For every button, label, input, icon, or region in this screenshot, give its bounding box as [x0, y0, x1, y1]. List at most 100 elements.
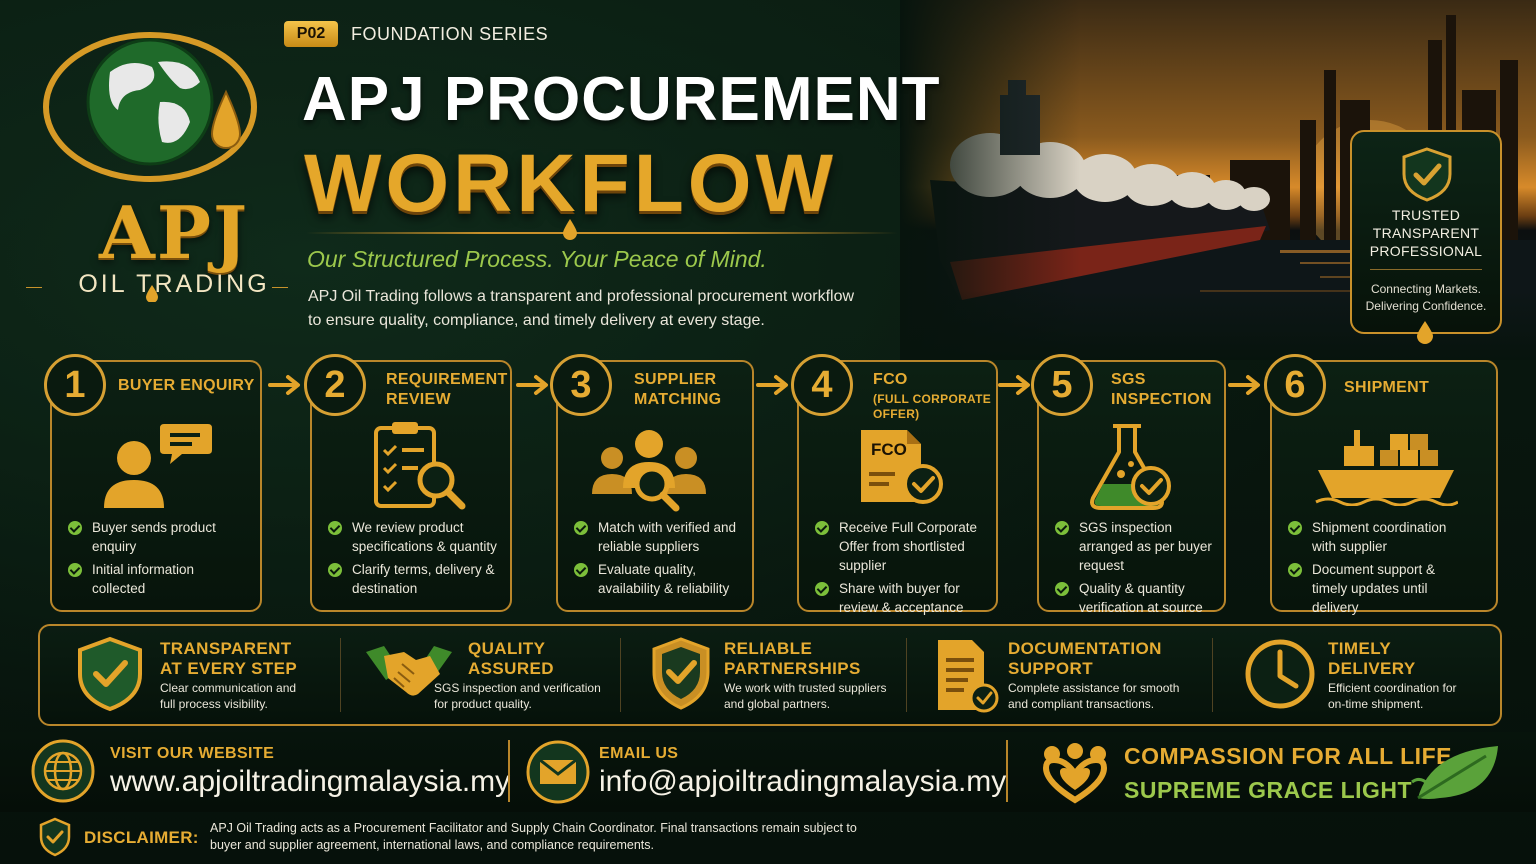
family-heart-icon: [1042, 743, 1108, 804]
list-item: Initial information collected: [68, 560, 248, 598]
step-subtitle: (FULL CORPORATE OFFER): [873, 392, 992, 421]
disclaimer-text: APJ Oil Trading acts as a Procurement Fa…: [210, 821, 857, 852]
arrow-right-icon: [268, 375, 300, 395]
list-item: Match with verified and reliable supplie…: [574, 518, 746, 556]
flask-check-icon: [1090, 424, 1171, 510]
step-bullets: We review product specifications & quant…: [328, 518, 504, 602]
step-number: 5: [1031, 354, 1093, 416]
step-title: FCO: [873, 371, 908, 388]
step-title: SUPPLIER MATCHING: [634, 371, 722, 408]
check-icon: [1055, 582, 1069, 596]
email-label: EMAIL US: [599, 745, 679, 762]
shield-badge-icon: [652, 637, 710, 710]
list-item: Quality & quantity verification at sourc…: [1055, 579, 1223, 617]
logo-brand-text: APJ: [98, 190, 250, 275]
title-divider: [306, 232, 898, 234]
step-bullets: SGS inspection arranged as per buyer req…: [1055, 518, 1223, 621]
trust-line-1: TRUSTED: [1391, 207, 1461, 223]
handshake-icon: [366, 646, 452, 696]
arrow-right-icon: [998, 375, 1030, 395]
step-title: SHIPMENT: [1344, 379, 1430, 396]
step-bullets: Match with verified and reliable supplie…: [574, 518, 746, 602]
list-item: Buyer sends product enquiry: [68, 518, 248, 556]
list-item: We review product specifications & quant…: [328, 518, 504, 556]
fco-icon-label: FCO: [871, 440, 907, 459]
check-icon: [574, 521, 588, 535]
check-icon: [1055, 521, 1069, 535]
check-icon: [815, 521, 829, 535]
step-number: 6: [1264, 354, 1326, 416]
list-item: Shipment coordination with supplier: [1288, 518, 1468, 556]
arrow-right-icon: [756, 375, 788, 395]
list-item: Document support & timely updates until …: [1288, 560, 1468, 617]
page-title-line1: APJ PROCUREMENT: [302, 65, 941, 134]
check-icon: [68, 563, 82, 577]
feature-timely: TIMELY DELIVERY Efficient coordination f…: [1212, 626, 1500, 724]
feature-reliable: RELIABLE PARTNERSHIPS We work with trust…: [620, 626, 906, 724]
feature-transparent: TRANSPARENT AT EVERY STEP Clear communic…: [40, 626, 340, 724]
globe-icon: [31, 739, 95, 803]
features-band: TRANSPARENT AT EVERY STEP Clear communic…: [38, 624, 1502, 726]
tagline: Our Structured Process. Your Peace of Mi…: [307, 246, 767, 272]
website-label: VISIT OUR WEBSITE: [110, 745, 275, 762]
cargo-ship-icon: [1315, 430, 1458, 506]
trust-line-3: PROFESSIONAL: [1369, 243, 1483, 259]
globe-oil-drop-icon: [43, 32, 257, 182]
disclaimer-label: DISCLAIMER:: [84, 828, 199, 847]
step-bullets: Buyer sends product enquiry Initial info…: [68, 518, 248, 602]
clipboard-search-icon: [374, 422, 466, 510]
step-bullets: Receive Full Corporate Offer from shortl…: [815, 518, 995, 621]
motto-line-2: SUPREME GRACE LIGHT: [1124, 777, 1413, 803]
people-search-icon: [592, 430, 706, 512]
list-item: Evaluate quality, availability & reliabi…: [574, 560, 746, 598]
step-number: 1: [44, 354, 106, 416]
shield-check-icon: [1402, 147, 1452, 202]
oil-drop-icon: [563, 219, 577, 240]
list-item: Share with buyer for review & acceptance: [815, 579, 995, 617]
step-title: REQUIREMENT REVIEW: [386, 371, 508, 408]
logo-subtitle: OIL TRADING: [78, 270, 270, 298]
check-icon: [815, 582, 829, 596]
step-5-sgs-inspection: 5 SGS INSPECTION SGS inspection arranged…: [1031, 354, 1226, 615]
arrow-right-icon: [516, 375, 548, 395]
website-link[interactable]: www.apjoiltradingmalaysia.my: [110, 765, 511, 798]
check-icon: [1288, 521, 1302, 535]
check-icon: [328, 563, 342, 577]
list-item: Receive Full Corporate Offer from shortl…: [815, 518, 995, 575]
intro-text: APJ Oil Trading follows a transparent an…: [308, 288, 855, 329]
list-item: Clarify terms, delivery & destination: [328, 560, 504, 598]
fco-document-icon: [861, 430, 943, 504]
step-1-buyer-enquiry: 1 BUYER ENQUIRY Buyer sends product enqu…: [44, 354, 262, 612]
step-number: 2: [304, 354, 366, 416]
trust-line-2: TRANSPARENT: [1372, 225, 1480, 241]
check-icon: [574, 563, 588, 577]
step-bullets: Shipment coordination with supplier Docu…: [1288, 518, 1468, 621]
step-6-shipment: 6 SHIPMENT Shipment coordination with su…: [1264, 354, 1498, 615]
shield-check-icon: [39, 817, 71, 857]
step-title: BUYER ENQUIRY: [118, 377, 255, 394]
contact-band: [0, 732, 1536, 812]
trust-badge: TRUSTED TRANSPARENT PROFESSIONAL Connect…: [1350, 130, 1502, 344]
clock-icon: [1245, 639, 1315, 709]
check-icon: [68, 521, 82, 535]
trust-sub-2: Delivering Confidence.: [1365, 299, 1487, 313]
oil-drop-icon: [146, 285, 158, 302]
step-title: SGS INSPECTION: [1111, 371, 1212, 408]
trust-sub-1: Connecting Markets.: [1370, 282, 1482, 296]
buyer-chat-icon: [104, 424, 212, 508]
document-check-icon: [938, 640, 999, 713]
arrow-right-icon: [1228, 375, 1260, 395]
list-item: SGS inspection arranged as per buyer req…: [1055, 518, 1223, 575]
envelope-icon: [526, 740, 590, 804]
feature-documentation: DOCUMENTATION SUPPORT Complete assistanc…: [906, 626, 1212, 724]
email-link[interactable]: info@apjoiltradingmalaysia.my: [599, 765, 1007, 798]
step-number: 3: [550, 354, 612, 416]
check-icon: [328, 521, 342, 535]
page-title-line2: WORKFLOW: [304, 138, 837, 229]
step-4-fco: 4 FCO (FULL CORPORATE OFFER) FCO Receive…: [791, 354, 998, 615]
step-number: 4: [791, 354, 853, 416]
step-2-requirement-review: 2 REQUIREMENT REVIEW We review product s…: [304, 354, 512, 612]
feature-quality: QUALITY ASSURED SGS inspection and verif…: [340, 626, 620, 724]
check-icon: [1288, 563, 1302, 577]
